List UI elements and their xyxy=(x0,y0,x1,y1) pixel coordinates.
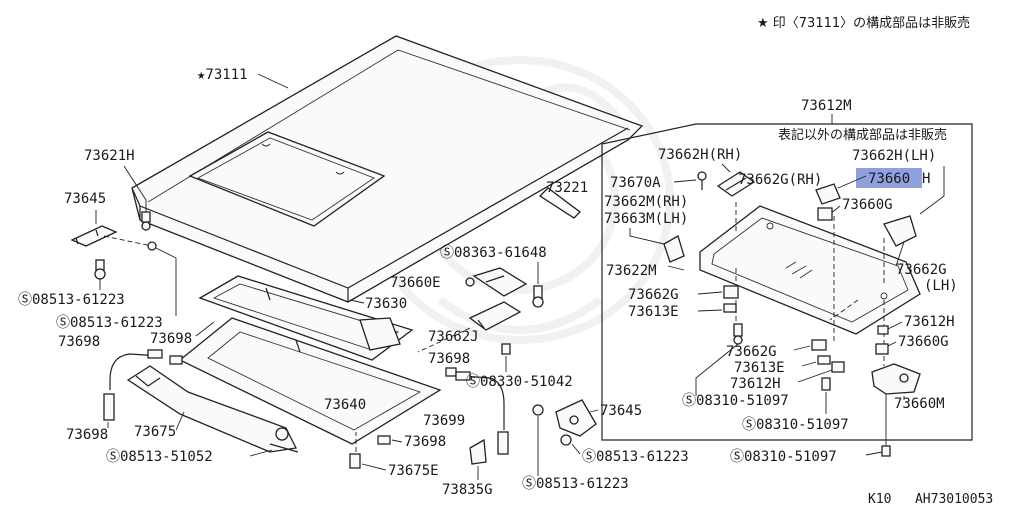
hinge-73662H-RH xyxy=(716,171,756,197)
bolt-08310-51097-a xyxy=(733,323,743,345)
highlight-73660H xyxy=(856,168,922,188)
seal-73698-e xyxy=(445,367,457,377)
drain-tube-right xyxy=(455,371,509,455)
label-73662G-b: 73662G xyxy=(726,344,777,360)
hose-clip xyxy=(169,355,183,365)
footer-code: K10 AH73010053 xyxy=(868,492,993,507)
label-73835G: 73835G xyxy=(442,482,493,498)
bracket-73645-right xyxy=(555,399,597,437)
label-73660H: 73660 xyxy=(868,171,910,187)
part-73660G-b xyxy=(875,343,889,355)
deflector-73675 xyxy=(126,365,297,453)
label-73622M: 73622M xyxy=(606,263,657,279)
seal-73698-d xyxy=(377,435,391,445)
part-73613E-b xyxy=(817,355,831,365)
bracket-73660M xyxy=(871,363,921,395)
bracket-73645-left xyxy=(70,225,118,247)
label-73698-d: 73698 xyxy=(404,434,446,450)
bolt-08363-61648 xyxy=(532,285,544,308)
nut-08513-61223-b xyxy=(147,241,157,251)
sunroof-frame-73640 xyxy=(178,317,442,445)
label-73662G-LH-2: (LH) xyxy=(924,278,958,294)
label-73645-right: 73645 xyxy=(600,403,642,419)
label-73660G-b: 73660G xyxy=(898,334,949,350)
clip-73675E xyxy=(349,453,361,469)
label-73660E: 73660E xyxy=(390,275,441,291)
label-73662G-RH: 73662G(RH) xyxy=(738,172,822,188)
label-73613E-b: 73613E xyxy=(734,360,785,376)
bracket-73662M xyxy=(663,235,685,263)
bolt-08330-51042 xyxy=(501,343,511,355)
label-73630: 73630 xyxy=(365,296,407,312)
label-08513-61223-c: Ⓢ08513-61223 xyxy=(582,449,689,465)
part-73662G-b xyxy=(811,339,827,351)
screw-73621H xyxy=(141,211,151,231)
label-73662G-a: 73662G xyxy=(628,287,679,303)
label-73662M-RH: 73662M(RH) xyxy=(604,194,688,210)
clip-73835G xyxy=(469,438,487,465)
label-73660M: 73660M xyxy=(894,396,945,412)
label-08513-61223-b: Ⓢ08513-61223 xyxy=(56,315,163,331)
bolt-08513-51052 xyxy=(269,427,299,453)
label-73698-e: 73698 xyxy=(428,351,470,367)
label-73640: 73640 xyxy=(324,397,366,413)
part-73662G-a xyxy=(723,285,739,299)
bolt-08513-61223-a xyxy=(94,259,106,280)
label-73675E: 73675E xyxy=(388,463,439,479)
label-73221: 73221 xyxy=(546,180,588,196)
bolt-08513-61223-c xyxy=(560,434,572,446)
label-08310-51097-b: Ⓢ08310-51097 xyxy=(742,417,849,433)
bolt-08310-51097-b xyxy=(821,377,831,391)
part-73612H-b xyxy=(831,361,845,373)
label-73670A: 73670A xyxy=(610,175,661,191)
label-73612H-a: 73612H xyxy=(904,314,955,330)
label-08513-61223-a: Ⓢ08513-61223 xyxy=(18,292,125,308)
label-08310-51097-a: Ⓢ08310-51097 xyxy=(682,393,789,409)
header-note: ★ 印〈73111〉の構成部品は非販売 xyxy=(757,15,970,31)
inset-title: 73612M xyxy=(801,98,852,114)
label-73621H: 73621H xyxy=(84,148,135,164)
part-73612H-a xyxy=(877,325,889,335)
screw-73670A xyxy=(697,171,707,190)
label-73698-b: 73698 xyxy=(150,331,192,347)
label-73645-left: 73645 xyxy=(64,191,106,207)
drain-tube-left xyxy=(103,349,163,421)
label-08330-51042: Ⓢ08330-51042 xyxy=(466,374,573,390)
label-73613E-a: 73613E xyxy=(628,304,679,320)
label-73660G-a: 73660G xyxy=(842,197,893,213)
label-73662J: 73662J xyxy=(428,329,479,345)
part-73613E-a xyxy=(723,303,737,313)
glass-panel-73612M xyxy=(699,205,921,335)
hinge-73662H-LH xyxy=(883,215,917,247)
label-08513-51052: Ⓢ08513-51052 xyxy=(106,449,213,465)
label-73662H-LH: 73662H(LH) xyxy=(852,148,936,164)
label-08513-61223-d: Ⓢ08513-61223 xyxy=(522,476,629,492)
bolt-08310-51097-c xyxy=(881,445,891,457)
inset-note: 表記以外の構成部品は非販売 xyxy=(778,127,947,143)
bolt-08513-61223-d xyxy=(532,404,544,416)
label-73660H-suffix: H xyxy=(922,171,930,187)
label-73662G-LH-1: 73662G xyxy=(896,262,947,278)
roof-rail xyxy=(538,187,581,219)
label-08363-61648: Ⓢ08363-61648 xyxy=(440,245,547,261)
label-73612H-b: 73612H xyxy=(730,376,781,392)
inset-box-frame xyxy=(601,123,973,441)
bracket-73662J xyxy=(468,301,522,331)
label-73662H-RH: 73662H(RH) xyxy=(658,147,742,163)
label-73698-a: 73698 xyxy=(58,334,100,350)
label-73675: 73675 xyxy=(134,424,176,440)
roof-panel xyxy=(131,35,644,303)
bracket-73660H xyxy=(815,183,841,205)
label-73111: ★73111 xyxy=(197,67,248,83)
seal-frame-73630 xyxy=(198,275,414,361)
screw-73660E xyxy=(465,277,475,287)
label-73699: 73699 xyxy=(423,413,465,429)
bracket-73660E xyxy=(472,267,528,297)
label-73663M-LH: 73663M(LH) xyxy=(604,211,688,227)
label-08310-51097-c: Ⓢ08310-51097 xyxy=(730,449,837,465)
part-73660G-a xyxy=(817,207,833,221)
label-73698-c: 73698 xyxy=(66,427,108,443)
